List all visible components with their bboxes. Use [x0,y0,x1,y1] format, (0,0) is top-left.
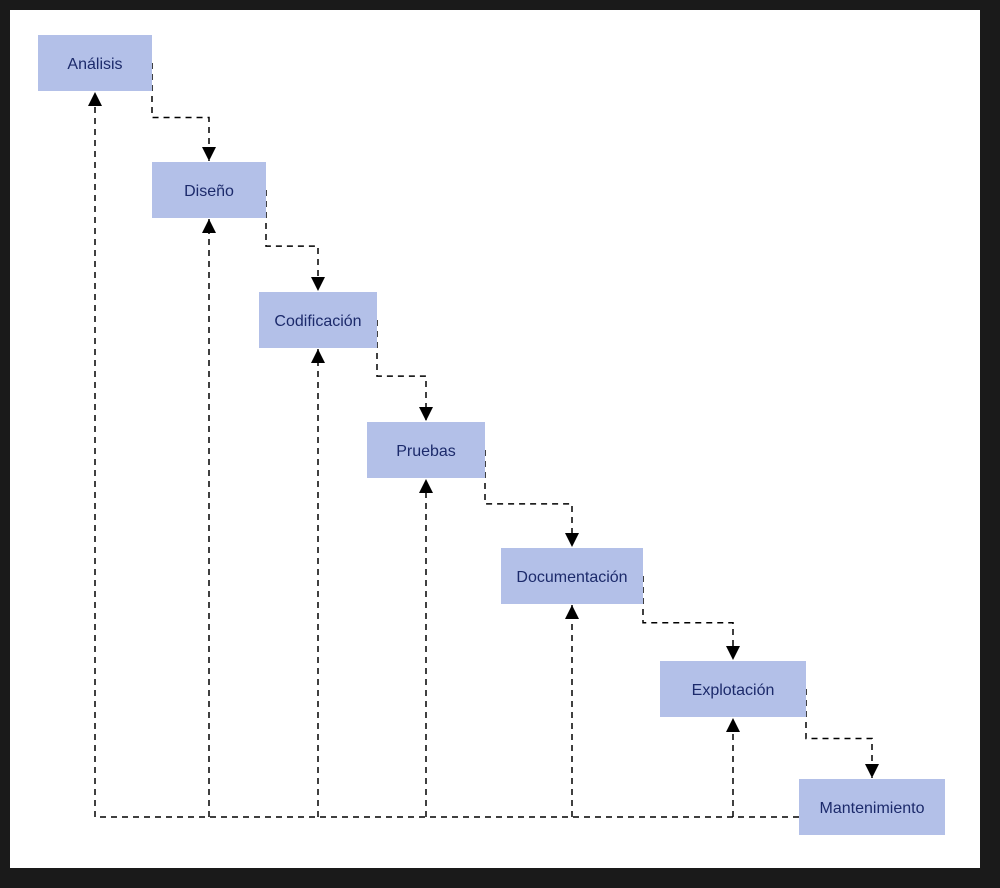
stage-label-documentacion: Documentación [516,569,627,586]
stage-label-analisis: Análisis [67,56,122,73]
stage-label-pruebas: Pruebas [396,443,456,460]
stage-box-diseno [152,162,266,218]
stage-documentacion: Documentación [501,548,643,604]
stage-label-explotacion: Explotación [692,682,775,699]
stage-pruebas: Pruebas [367,422,485,478]
forward-connector-pruebas-to-documentacion [484,450,579,547]
stage-analisis: Análisis [38,35,152,91]
stage-label-mantenimiento: Mantenimiento [820,800,925,817]
stage-box-documentacion [501,548,643,604]
stage-label-diseno: Diseño [184,183,234,200]
stage-box-analisis [38,35,152,91]
waterfall-diagram: AnálisisDiseñoCodificaciónPruebasDocumen… [38,35,945,835]
stage-box-mantenimiento [799,779,945,835]
stage-label-codificacion: Codificación [274,313,361,330]
stage-diseno: Diseño [152,162,266,218]
stage-box-pruebas [367,422,485,478]
forward-connector-explotacion-to-mantenimiento [805,689,879,778]
forward-connector-analisis-to-diseno [151,63,216,161]
stage-mantenimiento: Mantenimiento [799,779,945,835]
stage-explotacion: Explotación [660,661,806,717]
forward-connector-documentacion-to-explotacion [642,576,740,660]
stage-layer: AnálisisDiseñoCodificaciónPruebasDocumen… [38,35,945,835]
forward-connector-codificacion-to-pruebas [376,320,433,421]
forward-connector-diseno-to-codificacion [265,190,325,291]
stage-box-explotacion [660,661,806,717]
stage-box-codificacion [259,292,377,348]
stage-codificacion: Codificación [259,292,377,348]
